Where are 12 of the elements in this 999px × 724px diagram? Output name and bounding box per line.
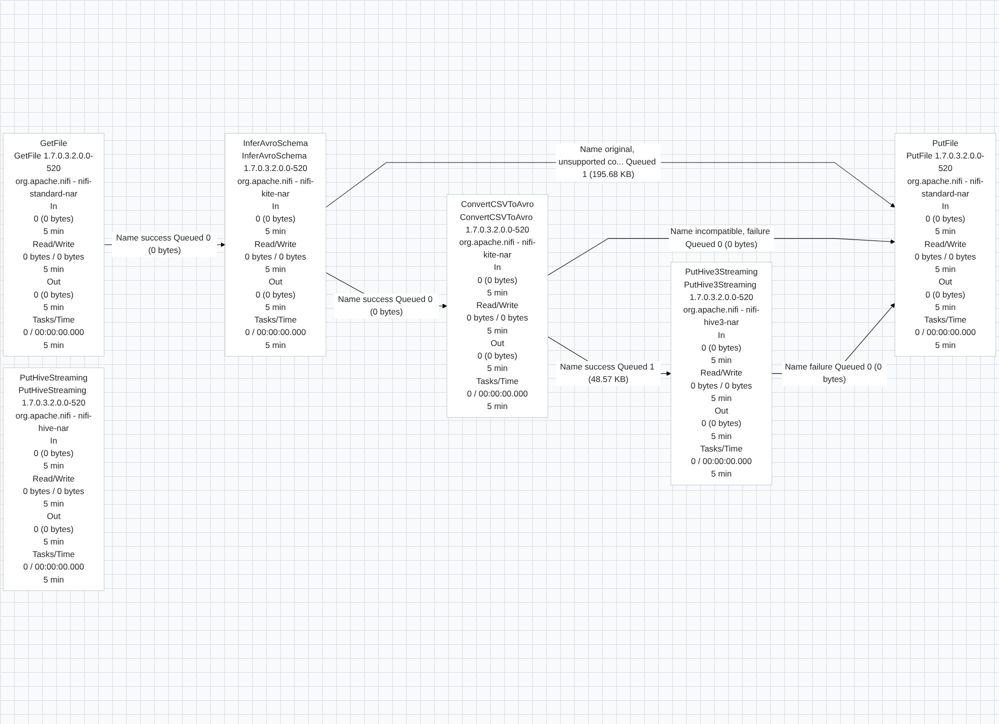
edge-label: Name incompatible, failure Queued 0 (0 bytes) — [670, 227, 770, 249]
node-box: InferAvroSchema InferAvroSchema 1.7.0.3.2.0.0-520 org.apache.nifi - nifi-kite-nar In 0 (0 bytes) 5 min Read/Write 0 bytes / 0 bytes 5 min Out 0 (0 bytes) 5 min Tasks/Time 0 / 00:00:00.000 5 min — [224, 133, 326, 356]
edge-label: Name original, unsupported co... Queued 1 (195.68 KB) — [558, 145, 656, 180]
node-box: PutHiveStreaming PutHiveStreaming 1.7.0.3.2.0.0-520 org.apache.nifi - nifi-hive-nar In 0 (0 bytes) 5 min Read/Write 0 bytes / 0 bytes 5 min Out 0 (0 bytes) 5 min Tasks/Time 0 / 00:00:00.000 5 min — [2, 368, 104, 591]
node-box: GetFile GetFile 1.7.0.3.2.0.0-520 org.apache.nifi - nifi-standard-nar In 0 (0 bytes) 5 min Read/Write 0 bytes / 0 bytes 5 min Out 0 (0 bytes) 5 min Tasks/Time 0 / 00:00:00.000 5 min — [2, 133, 104, 356]
edge-label: Name success Queued 0 (0 bytes) — [116, 234, 211, 256]
edge-label: Name failure Queued 0 (0 bytes) — [784, 362, 882, 384]
node-box: PutHive3Streaming PutHive3Streaming 1.7.0.3.2.0.0-520 org.apache.nifi - nifi-hive3-nar In 0 (0 bytes) 5 min Read/Write 0 bytes / 0 bytes 5 min Out 0 (0 bytes) 5 min Tasks/Time 0 / 00:00:00.000 5 min — [670, 262, 772, 486]
node-box: PutFile PutFile 1.7.0.3.2.0.0-520 org.apache.nifi - nifi-standard-nar In 0 (0 bytes) 5 min Read/Write 0 bytes / 0 bytes 5 min Out 0 (0 bytes) 5 min Tasks/Time 0 / 00:00:00.000 5 min — [894, 133, 996, 356]
node-box: ConvertCSVToAvro ConvertCSVToAvro 1.7.0.3.2.0.0-520 org.apache.nifi - nifi-kite-nar In 0 (0 bytes) 5 min Read/Write 0 bytes / 0 bytes 5 min Out 0 (0 bytes) 5 min Tasks/Time 0 / 00:00:00.000 5 min — [446, 194, 548, 418]
edge-label: Name success Queued 1 (48.57 KB) — [560, 362, 654, 384]
edge-label: Name success Queued 0 (0 bytes) — [338, 294, 433, 317]
